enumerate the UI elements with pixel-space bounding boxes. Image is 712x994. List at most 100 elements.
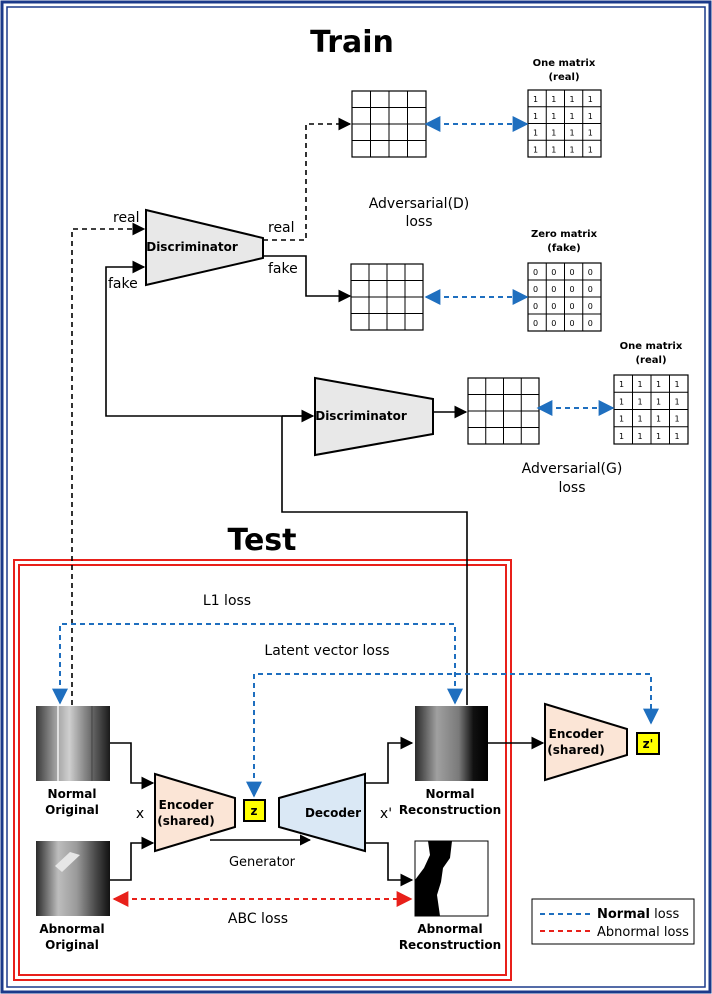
- matrix-cell: 0: [570, 319, 575, 328]
- abnormal-original-label-1: Abnormal: [39, 922, 104, 936]
- legend-normal-label: Normal loss: [597, 907, 679, 922]
- matrix-cell: 1: [570, 112, 575, 121]
- normal-original-label-1: Normal: [48, 787, 97, 801]
- matrix-cell: 0: [533, 268, 538, 277]
- abnormal-original-label-2: Original: [45, 938, 99, 952]
- matrix-cell: 0: [551, 285, 556, 294]
- z-prime-box: [636, 732, 660, 755]
- abnormal-to-encoder-line: [110, 836, 155, 881]
- matrix-cell: 1: [619, 380, 624, 389]
- matrix-cell: 1: [675, 380, 680, 389]
- disc-out-fake-line: [263, 255, 352, 303]
- matrix-cell: 1: [656, 415, 661, 424]
- matrix-cell: 0: [588, 285, 593, 294]
- legend-box: [531, 898, 695, 945]
- test-title: Test: [227, 523, 296, 558]
- encoder-block: [154, 772, 236, 853]
- abc-loss-label: ABC loss: [228, 911, 288, 927]
- one-matrix-top-subtitle: (real): [548, 72, 579, 83]
- normal-original-image: [36, 706, 110, 781]
- latent-loss-label: Latent vector loss: [264, 643, 389, 659]
- disc-in-fake-label: fake: [108, 276, 138, 292]
- matrix-cell: 0: [533, 302, 538, 311]
- encoder-label-2: (shared): [157, 814, 214, 828]
- adv-g-loss-line2: loss: [558, 480, 585, 496]
- matrix-cell: 1: [638, 380, 643, 389]
- encoder2-label-2: (shared): [547, 743, 604, 757]
- normal-recon-label-1: Normal: [426, 787, 475, 801]
- matrix-cell: 1: [551, 145, 556, 154]
- matrix-cell: 1: [638, 397, 643, 406]
- legend-normal-rest: loss: [650, 907, 679, 922]
- encoder2-label-1: Encoder: [549, 727, 604, 741]
- abnormal-original-image: [36, 841, 110, 916]
- outer-frame-inner: [6, 6, 706, 988]
- matrix-cell: 1: [588, 129, 593, 138]
- matrix-cell: 0: [588, 268, 593, 277]
- legend-abnormal-label: Abnormal loss: [597, 925, 689, 940]
- legend-normal-bold: Normal: [597, 907, 650, 922]
- matrix-cell: 0: [551, 302, 556, 311]
- normal-to-encoder-line: [110, 742, 155, 790]
- matrix-cell: 1: [619, 432, 624, 441]
- encoder2-block: [544, 702, 628, 782]
- matrix-cell: 1: [656, 380, 661, 389]
- matrix-cell: 1: [551, 95, 556, 104]
- x-label: x: [136, 806, 144, 822]
- disc-out-fake-label: fake: [268, 261, 298, 277]
- matrix-cell: 1: [675, 397, 680, 406]
- abnormal-recon-label-2: Reconstruction: [399, 938, 501, 952]
- matrix-cell: 1: [570, 145, 575, 154]
- matrix-cell: 1: [638, 415, 643, 424]
- matrix-cell: 0: [588, 319, 593, 328]
- abnormal-recon-mask: [415, 841, 452, 916]
- latent-loss-arrow: [246, 673, 659, 798]
- matrix-cell: 1: [533, 145, 538, 154]
- x-prime-label: x': [380, 806, 392, 822]
- decoder-to-abnormal-recon-line: [365, 842, 414, 887]
- abnormal-defect: [55, 852, 80, 872]
- discriminator2-block: [314, 376, 434, 457]
- decoder-label: Decoder: [305, 806, 361, 820]
- disc-in-real-label: real: [113, 210, 140, 226]
- adv-d-loss-line1: Adversarial(D): [369, 196, 470, 212]
- adv-g-loss-line1: Adversarial(G): [522, 461, 623, 477]
- disc-pred-grid-fake: [350, 263, 424, 331]
- matrix-cell: 0: [570, 285, 575, 294]
- one-matrix-top-title: One matrix: [533, 58, 596, 69]
- matrix-cell: 1: [570, 95, 575, 104]
- train-title: Train: [310, 25, 394, 60]
- matrix-cell: 0: [588, 302, 593, 311]
- matrix-cell: 1: [619, 397, 624, 406]
- normal-recon-label-2: Reconstruction: [399, 803, 501, 817]
- z-label: z: [251, 804, 258, 818]
- normal-reconstruction-image: [415, 706, 488, 781]
- fake-input-line: [281, 416, 468, 705]
- matrix-cell: 0: [551, 319, 556, 328]
- discriminator-label: Discriminator: [146, 240, 238, 254]
- z-latent-box: [243, 799, 266, 822]
- matrix-cell: 1: [551, 129, 556, 138]
- l1-loss-arrow: [52, 623, 463, 705]
- matrix-cell: 1: [675, 415, 680, 424]
- matrix-cell: 0: [570, 268, 575, 277]
- discriminator2-label: Discriminator: [315, 409, 407, 423]
- zero-matrix-title: Zero matrix: [531, 229, 598, 240]
- decoder-block: [278, 772, 366, 853]
- matrix-cell: 1: [533, 112, 538, 121]
- one-matrix-bottom-subtitle: (real): [635, 355, 666, 366]
- matrix-cell: 0: [533, 285, 538, 294]
- l1-loss-label: L1 loss: [203, 593, 251, 609]
- matrix-cell: 0: [533, 319, 538, 328]
- disc-pred-grid-real: [351, 90, 427, 158]
- disc2-pred-grid: [467, 377, 540, 445]
- decoder-to-normal-recon-line: [365, 736, 414, 784]
- matrix-cell: 1: [533, 95, 538, 104]
- matrix-cell: 1: [588, 145, 593, 154]
- matrix-cell: 1: [619, 415, 624, 424]
